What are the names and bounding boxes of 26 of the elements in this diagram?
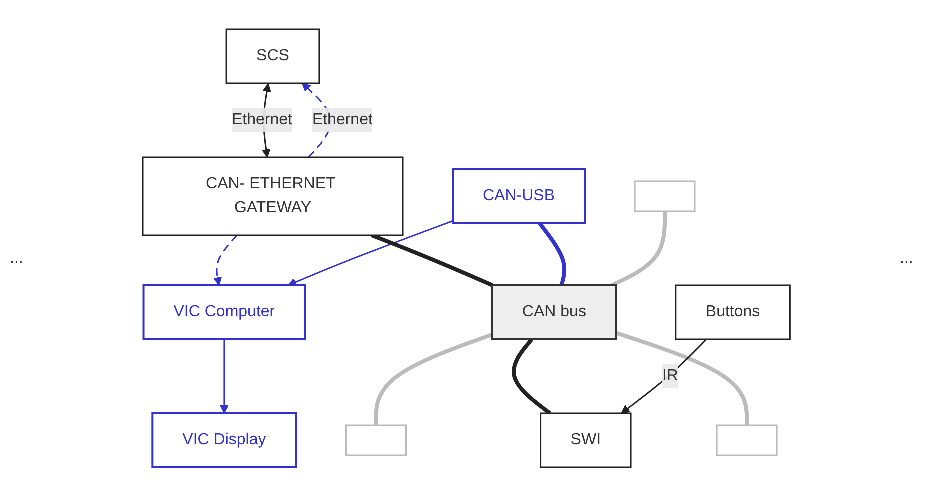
ellipsis-mark: ... (900, 250, 914, 268)
node-box (716, 424, 778, 456)
node-box: CAN-USB (452, 168, 586, 224)
arrow (213, 235, 238, 286)
node-box (345, 424, 407, 456)
connector (512, 338, 552, 416)
node-box: CAN bus (491, 284, 618, 340)
edge-label: Ethernet (312, 112, 373, 128)
arrow (220, 340, 229, 414)
node-box: Buttons (675, 284, 791, 340)
node-box (634, 180, 696, 212)
connector (538, 222, 566, 286)
connector (371, 234, 494, 288)
arrow (288, 220, 454, 286)
edge-label: Ethernet (232, 112, 292, 128)
ellipsis-mark: ... (10, 250, 24, 268)
node-box: SCS (226, 28, 320, 84)
node-box: CAN- ETHERNET GATEWAY (142, 156, 404, 236)
edge-label: IR (662, 368, 678, 384)
node-box: VIC Computer (142, 284, 306, 340)
connector (616, 331, 749, 426)
node-box: SWI (540, 412, 632, 468)
node-box: VIC Display (152, 412, 298, 468)
connector (374, 332, 494, 426)
connector (610, 212, 667, 288)
arrow (621, 338, 708, 414)
